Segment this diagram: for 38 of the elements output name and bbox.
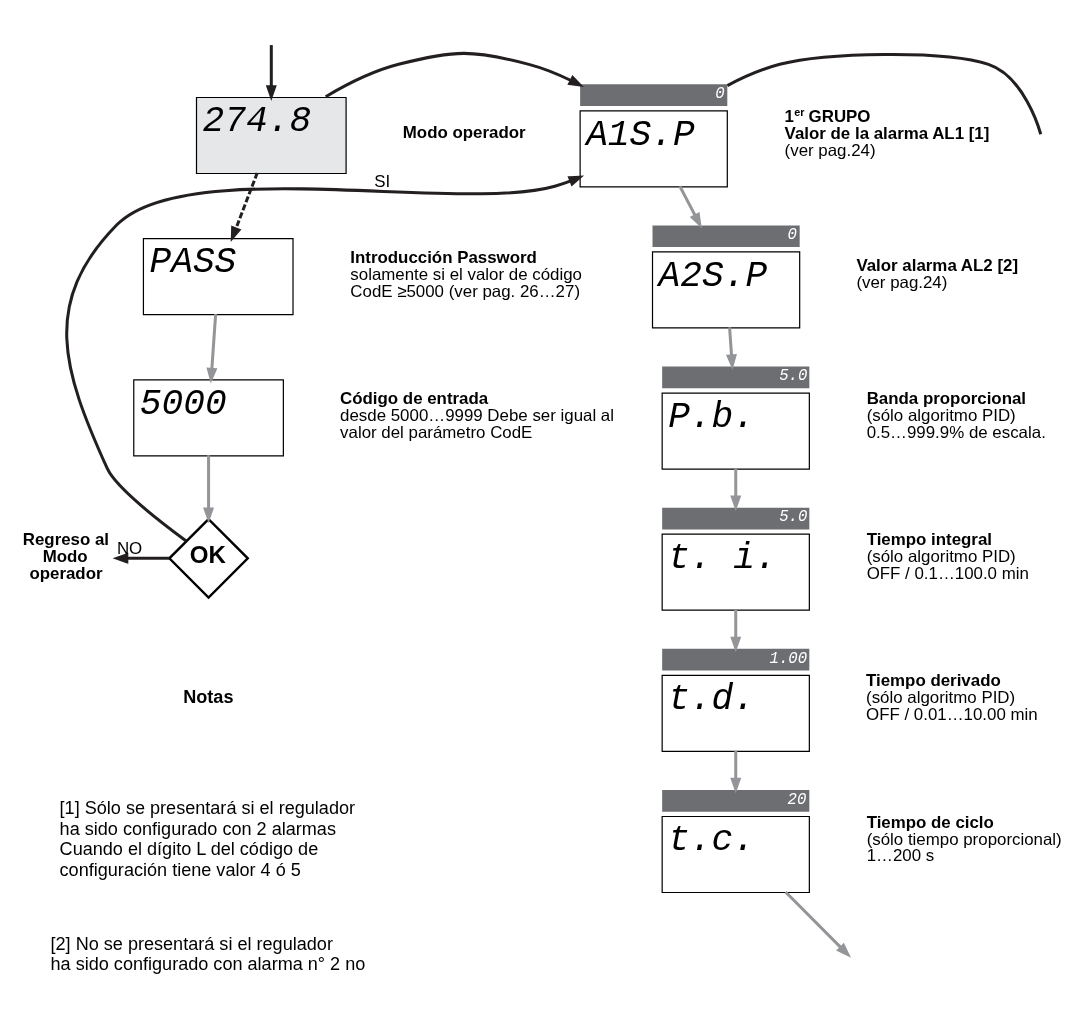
node-label: Código de entrada: [340, 389, 489, 409]
node-label: Valor de la alarma AL1 [1]: [784, 123, 990, 143]
edge-label: NO: [116, 538, 143, 558]
node-label: Tiempo de ciclo: [866, 812, 994, 832]
label: Notas: [183, 686, 234, 707]
arrow: [730, 750, 742, 794]
arrow: [784, 890, 852, 958]
arrow: [112, 552, 170, 564]
node-label: (ver pag.24): [856, 273, 948, 293]
node-label: Banda proporcional: [866, 389, 1027, 409]
arrow: [725, 327, 737, 371]
connector: [726, 52, 1043, 135]
label: [1] Sólo se presentará si el regulador ha sido configurado con 2 alarmas Cuando el dígito L del código de configuración tiene valor 4 ó 5: [59, 798, 356, 880]
arrow: [678, 185, 702, 229]
node-label: OFF / 0.1…100.0 min: [866, 564, 1029, 584]
node-label: OFF / 0.01…10.00 min: [866, 705, 1038, 725]
node-label: (sólo algoritmo PID): [866, 547, 1016, 567]
edge-label: SI: [374, 172, 391, 192]
node-label: desde 5000…9999 Debe ser igual al valor del parámetro CodE: [340, 406, 615, 442]
node-text: Regreso al Modo operador: [22, 530, 110, 584]
node-label: Tiempo integral: [866, 530, 992, 550]
node-label: 1$^{er}$ GRUPO: [784, 105, 871, 126]
arrow: [230, 172, 259, 243]
arrow: [730, 468, 742, 512]
node-label: Modo operador: [402, 123, 526, 143]
arrow: [203, 455, 215, 524]
node-diamond: OK: [167, 517, 250, 600]
arrow: [65, 175, 585, 543]
node-label: Valor alarma AL2 [2]: [856, 256, 1019, 276]
node-label: (sólo algoritmo PID): [866, 688, 1016, 708]
node-label: (sólo algoritmo PID): [866, 406, 1016, 426]
node-label: (ver pag.24): [784, 140, 876, 160]
arrow: [730, 609, 742, 653]
arrow: [206, 313, 218, 384]
arrow: [265, 45, 277, 102]
label: [2] No se presentará si el regulador ha sido configurado con alarma n° 2 no: [50, 933, 366, 975]
arrow: [324, 51, 584, 99]
node-label: Tiempo derivado: [866, 671, 1001, 691]
